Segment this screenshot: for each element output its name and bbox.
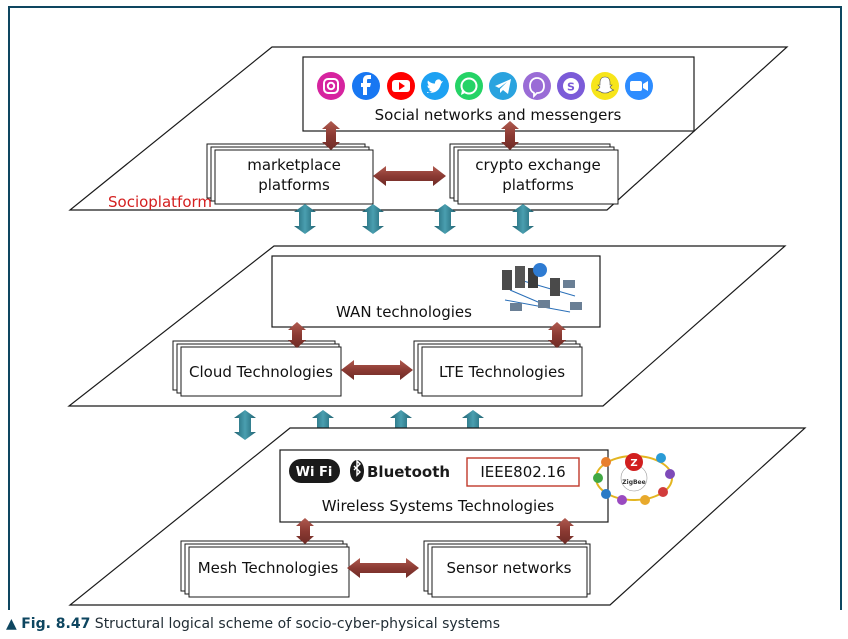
- figure-caption: ▲ Fig. 8.47 Structural logical scheme of…: [6, 616, 500, 632]
- social-networks-label: Social networks and messengers: [375, 106, 622, 124]
- frame-right-border: [840, 6, 842, 610]
- cloud-label: Cloud Technologies: [189, 363, 333, 381]
- crypto-stack: crypto exchange platforms: [449, 143, 619, 205]
- crypto-label-line2: platforms: [502, 176, 574, 194]
- marketplace-label-line2: platforms: [258, 176, 330, 194]
- mesh-stack: Mesh Technologies: [180, 540, 350, 598]
- ieee-box: [466, 457, 580, 487]
- zigbee-logo-text: ZigBee: [622, 479, 645, 486]
- telegram-icon: [489, 72, 517, 100]
- youtube-icon: [387, 72, 415, 100]
- network-servers-icon: [502, 263, 582, 313]
- arrow-wireless-to-sensor: [556, 518, 574, 544]
- zigbee-logo: Z ZigBee: [593, 453, 675, 505]
- arrow-marketplace-crypto: [373, 166, 446, 186]
- viber-icon: [523, 72, 551, 100]
- wan-label: WAN technologies: [336, 303, 472, 321]
- wifi-logo: Wi Fi: [289, 459, 340, 483]
- ieee-label: IEEE802.16: [480, 463, 565, 481]
- socioplatform-label: Socioplatform: [108, 193, 212, 211]
- mesh-label: Mesh Technologies: [198, 559, 339, 577]
- arrow-social-to-marketplace: [322, 121, 340, 150]
- wifi-logo-text: Wi Fi: [296, 465, 333, 480]
- marketplace-label-line1: marketplace: [247, 156, 341, 174]
- arrow-mesh-sensor: [347, 558, 419, 578]
- twitter-icon: [421, 72, 449, 100]
- caption-lead: Fig. 8.47: [21, 616, 91, 632]
- crypto-label-line1: crypto exchange: [475, 156, 600, 174]
- arrow-social-to-crypto: [501, 121, 519, 150]
- cloud-stack: Cloud Technologies: [172, 340, 342, 397]
- frame-left-border: [8, 6, 10, 610]
- frame-top-border: [8, 6, 842, 8]
- snapchat-icon: [591, 72, 619, 100]
- whatsapp-icon: [455, 72, 483, 100]
- lte-label: LTE Technologies: [439, 363, 565, 381]
- bluetooth-logo: Bluetooth: [350, 459, 450, 482]
- instagram-icon: [317, 72, 345, 100]
- sensor-stack: Sensor networks: [423, 540, 591, 598]
- svg-text:Z: Z: [630, 458, 637, 469]
- facebook-icon: [352, 72, 380, 100]
- sensor-label: Sensor networks: [447, 559, 572, 577]
- zoom-icon: [625, 72, 653, 100]
- social-icons-row: S: [317, 72, 653, 100]
- caption-text: Structural logical scheme of socio-cyber…: [90, 616, 500, 632]
- arrow-wan-to-lte: [548, 322, 566, 348]
- marketplace-stack: marketplace platforms: [206, 143, 374, 205]
- arrow-wan-to-cloud: [288, 322, 306, 348]
- wireless-label: Wireless Systems Technologies: [322, 497, 555, 515]
- arrow-cloud-lte: [341, 360, 413, 380]
- arrow-wireless-to-mesh: [296, 518, 314, 544]
- inter-layer-arrows-top: [294, 204, 534, 234]
- caption-chevron-icon: ▲: [6, 616, 17, 632]
- skype-icon: S: [557, 72, 585, 100]
- bluetooth-logo-text: Bluetooth: [367, 463, 450, 481]
- svg-text:S: S: [567, 81, 575, 94]
- lte-stack: LTE Technologies: [413, 340, 583, 397]
